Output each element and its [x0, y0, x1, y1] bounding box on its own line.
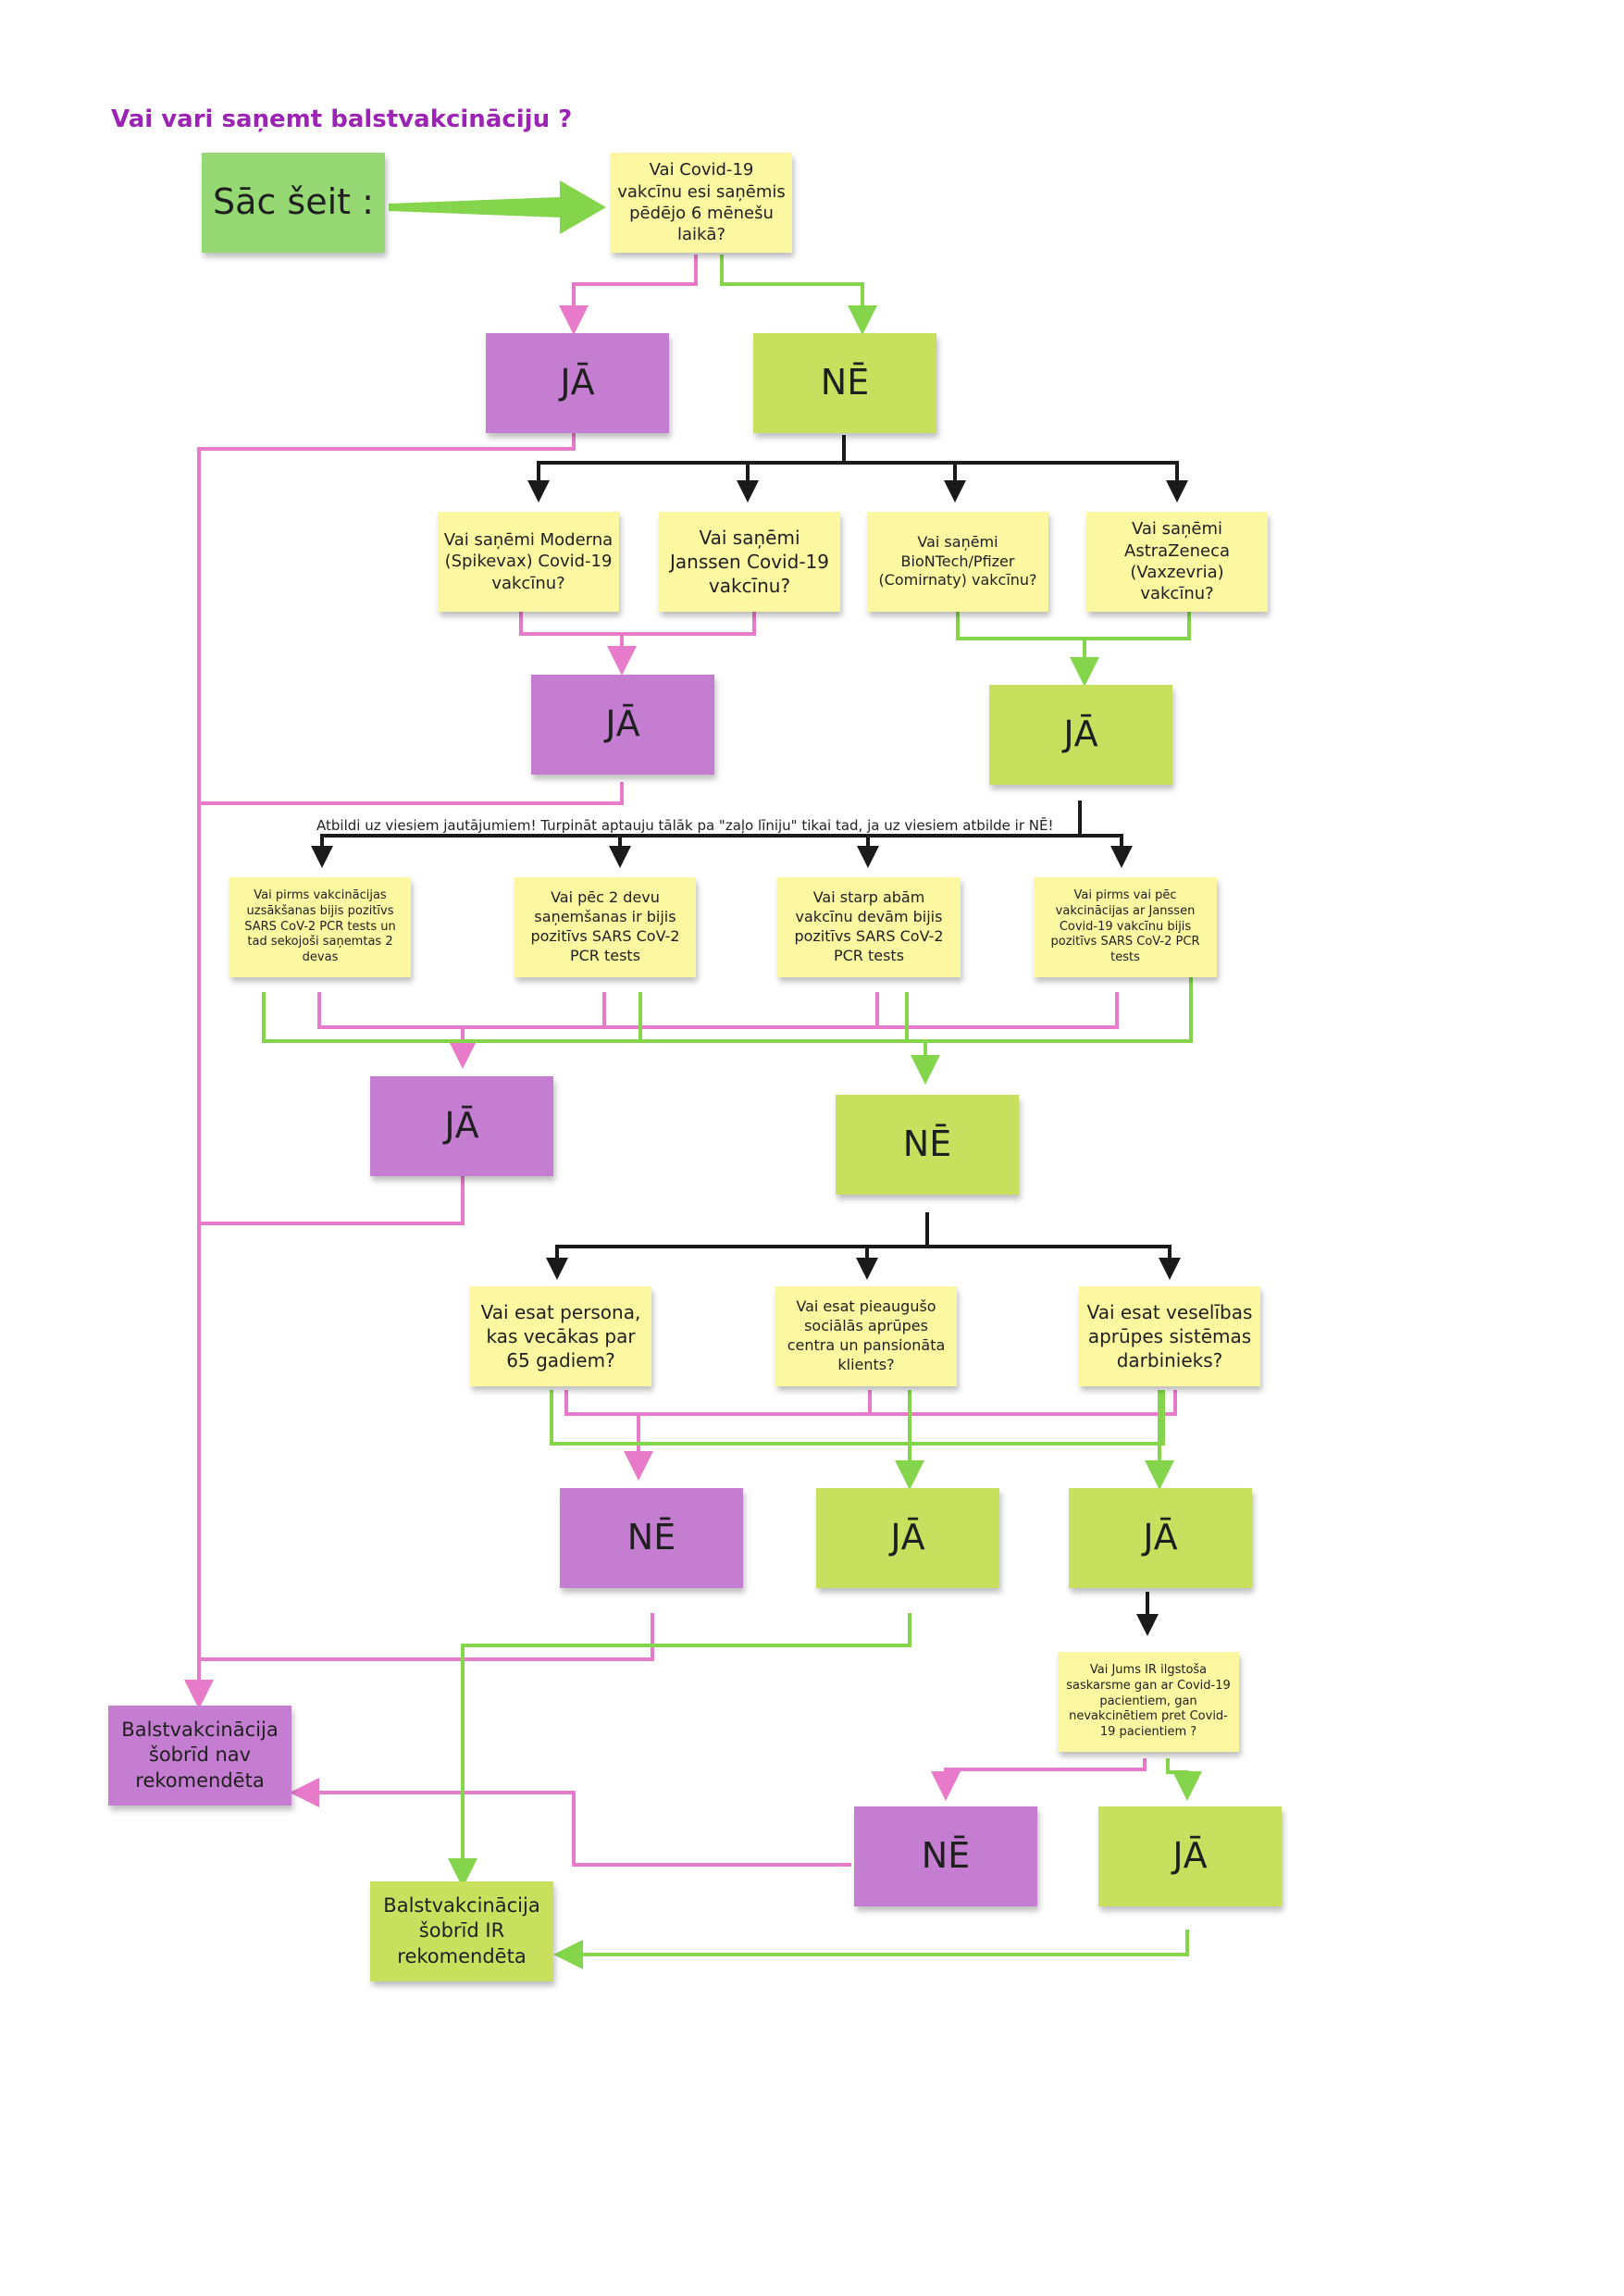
question-care-home: Vai esat pieaugušo sociālās aprūpes cent… — [775, 1286, 957, 1386]
question-pcr-after: Vai pēc 2 devu saņemšanas ir bijis pozit… — [514, 877, 696, 977]
answer-no-1: NĒ — [753, 333, 936, 433]
answer-no-5: NĒ — [854, 1806, 1037, 1906]
question-pcr-before: Vai pirms vakcinācijas uzsākšanas bijis … — [229, 877, 411, 977]
answer-no-4: NĒ — [560, 1488, 743, 1588]
answer-no-3: NĒ — [836, 1095, 1019, 1195]
question-covid-contact: Vai Jums IR ilgstoša saskarsme gan ar Co… — [1058, 1652, 1239, 1752]
answer-yes-4-right: JĀ — [1069, 1488, 1252, 1588]
answer-yes-3: JĀ — [370, 1076, 553, 1176]
answer-yes-5: JĀ — [1098, 1806, 1282, 1906]
question-health-worker: Vai esat veselības aprūpes sistēmas darb… — [1079, 1286, 1260, 1386]
start-box: Sāc šeit : — [202, 153, 385, 253]
answer-yes-2-purple: JĀ — [531, 675, 714, 775]
result-not-recommended: Balstvakcinācija šobrīd nav rekomendēta — [108, 1706, 291, 1806]
question-six-months: Vai Covid-19 vakcīnu esi saņēmis pēdējo … — [611, 153, 792, 253]
question-moderna: Vai saņēmi Moderna (Spikevax) Covid-19 v… — [438, 512, 619, 612]
question-astrazeneca: Vai saņēmi AstraZeneca (Vaxzevria) vakcī… — [1086, 512, 1268, 612]
answer-yes-4-mid: JĀ — [816, 1488, 999, 1588]
question-pcr-janssen: Vai pirms vai pēc vakcinācijas ar Jansse… — [1034, 877, 1217, 977]
page-title: Vai vari saņemt balstvakcināciju ? — [111, 105, 573, 133]
instruction-note: Atbildi uz viesiem jautājumiem! Turpināt… — [315, 817, 1056, 834]
question-janssen: Vai saņēmi Janssen Covid-19 vakcīnu? — [659, 512, 840, 612]
result-recommended: Balstvakcinācija šobrīd IR rekomendēta — [370, 1881, 553, 1981]
start-arrow — [389, 180, 606, 234]
answer-yes-2-green: JĀ — [989, 685, 1172, 785]
answer-yes-1: JĀ — [486, 333, 669, 433]
question-age-65: Vai esat persona, kas vecākas par 65 gad… — [470, 1286, 651, 1386]
question-biontech: Vai saņēmi BioNTech/Pfizer (Comirnaty) v… — [867, 512, 1048, 612]
question-pcr-between: Vai starp abām vakcīnu devām bijis pozit… — [777, 877, 961, 977]
